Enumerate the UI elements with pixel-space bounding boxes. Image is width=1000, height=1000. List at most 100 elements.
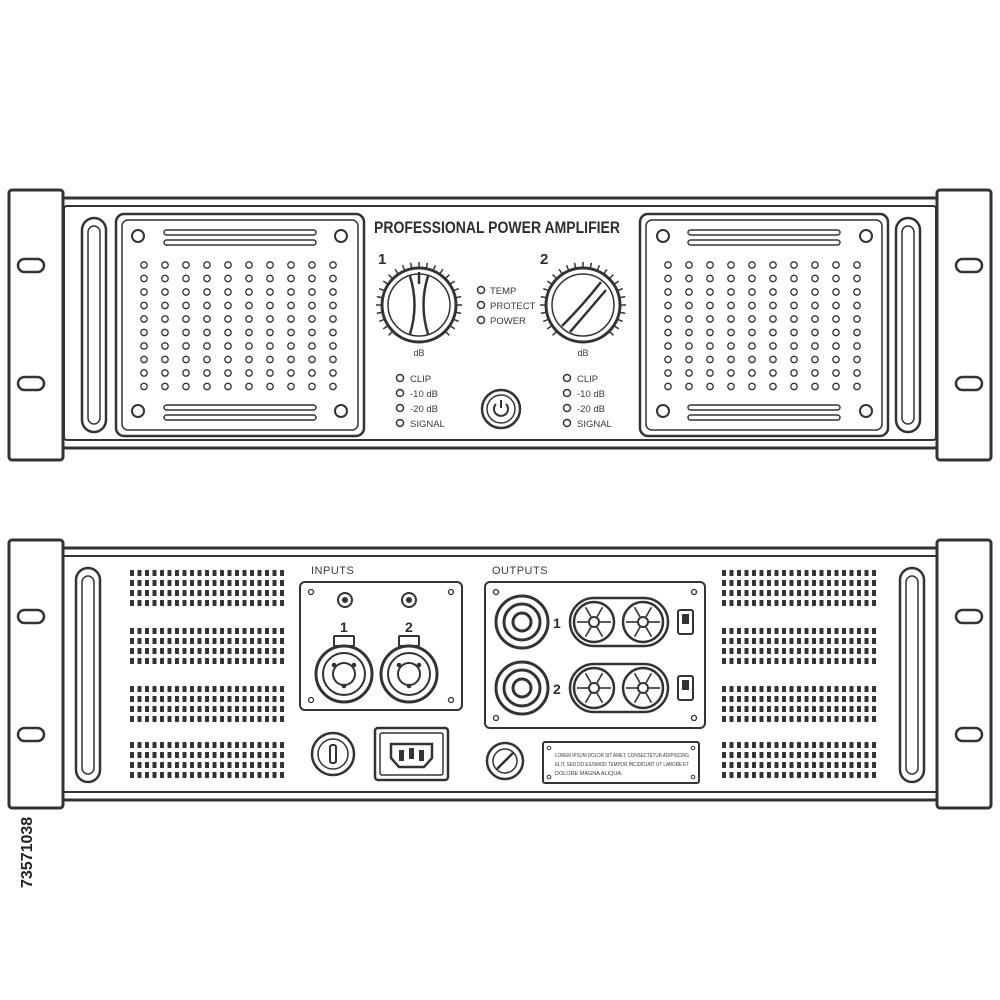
grill-hole <box>140 301 148 310</box>
speakon-output-1[interactable] <box>494 594 550 650</box>
front-rack-ear-right <box>935 188 993 462</box>
input-panel <box>299 581 463 711</box>
gain-knob-2[interactable] <box>540 262 626 344</box>
front-handle-left[interactable] <box>80 216 108 434</box>
rack-hole <box>16 608 46 625</box>
iec-power-socket[interactable] <box>373 726 450 782</box>
rear-handle-right[interactable] <box>898 566 926 784</box>
grill-hole <box>308 315 316 323</box>
vent-slot <box>163 404 317 411</box>
grill-hole <box>853 382 861 391</box>
power-icon <box>493 403 509 417</box>
grill-hole <box>308 301 316 310</box>
grill-hole <box>706 355 714 364</box>
signal-label: SIGNAL <box>577 419 612 430</box>
binding-post[interactable] <box>621 600 665 644</box>
screw <box>307 696 315 704</box>
knob-tick <box>456 311 462 315</box>
grill-hole <box>727 274 735 283</box>
grill-hole <box>182 315 190 323</box>
knob-tick <box>376 295 382 299</box>
knob-tick <box>573 262 577 268</box>
grill-hole <box>706 301 714 310</box>
binding-post[interactable] <box>572 600 616 644</box>
grill-hole <box>706 342 714 350</box>
knob-tick <box>388 331 393 336</box>
grill-hole <box>832 369 840 377</box>
channel-1-label: 1 <box>378 251 386 268</box>
speakon-output-2[interactable] <box>494 660 550 716</box>
binding-posts[interactable] <box>572 600 665 710</box>
vent-slot <box>687 414 841 421</box>
grill-hole <box>329 274 337 283</box>
output-1-switch[interactable] <box>677 609 694 635</box>
rack-hole <box>954 257 984 274</box>
input-2-trim[interactable] <box>401 592 417 608</box>
led-icon <box>395 373 405 383</box>
grill-hole <box>182 328 190 337</box>
grill-hole <box>727 315 735 323</box>
rear-handle-left[interactable] <box>74 566 102 784</box>
vent-block <box>722 686 876 722</box>
screw <box>690 774 696 780</box>
front-rack-ear-left <box>7 188 65 462</box>
front-grill-left <box>114 212 366 438</box>
grill-hole <box>832 274 840 283</box>
grill-hole <box>853 328 861 337</box>
front-handle-right[interactable] <box>894 216 922 434</box>
xlr-input-1[interactable] <box>314 635 374 704</box>
input-1-trim[interactable] <box>337 592 353 608</box>
power-button[interactable] <box>480 388 522 430</box>
grill-hole <box>287 261 295 269</box>
grill-hole <box>853 261 861 269</box>
screw <box>690 714 698 722</box>
output-2-switch[interactable] <box>677 675 694 701</box>
screw <box>690 745 696 751</box>
grill-hole <box>727 369 735 377</box>
vent-block <box>722 742 876 778</box>
temp-label: TEMP <box>490 286 516 297</box>
grill-hole <box>853 369 861 377</box>
gain-knob-1[interactable] <box>376 262 462 344</box>
binding-post[interactable] <box>621 666 665 710</box>
grill-hole <box>308 369 316 377</box>
front-panel <box>7 188 993 462</box>
grill-hole <box>727 288 735 296</box>
grill-hole <box>308 288 316 296</box>
grill-hole <box>706 382 714 391</box>
vent-slot <box>163 239 317 246</box>
grill-hole <box>203 355 211 364</box>
grill-holes <box>664 261 861 391</box>
grill-hole <box>790 328 798 337</box>
knob-tick <box>378 318 385 323</box>
xlr-input-2[interactable] <box>379 635 439 704</box>
clip-label: CLIP <box>577 374 598 385</box>
front-grill-right <box>638 212 890 438</box>
knob-tick <box>552 331 557 336</box>
grill-hole <box>245 315 253 323</box>
grill-hole <box>266 369 274 377</box>
grill-hole <box>203 274 211 283</box>
grill-hole <box>706 315 714 323</box>
knob-tick <box>552 274 557 279</box>
grill-hole <box>811 328 819 337</box>
grill-hole <box>769 315 777 323</box>
grill-hole <box>811 288 819 296</box>
knob-tick <box>540 295 546 299</box>
knob-tick <box>546 280 552 285</box>
rear-power-switch[interactable] <box>310 731 356 777</box>
knob-tick <box>609 331 614 336</box>
grill-hole <box>287 328 295 337</box>
channel-2-label: 2 <box>540 251 548 268</box>
grill-hole <box>706 328 714 337</box>
grill-hole <box>203 328 211 337</box>
temp-led-icon <box>476 285 486 295</box>
grill-hole <box>811 369 819 377</box>
binding-post[interactable] <box>572 666 616 710</box>
grill-hole <box>811 301 819 310</box>
grill-hole <box>287 342 295 350</box>
grill-hole <box>266 342 274 350</box>
screw <box>131 229 145 243</box>
grill-hole <box>203 369 211 377</box>
fuse-holder[interactable] <box>485 741 525 781</box>
